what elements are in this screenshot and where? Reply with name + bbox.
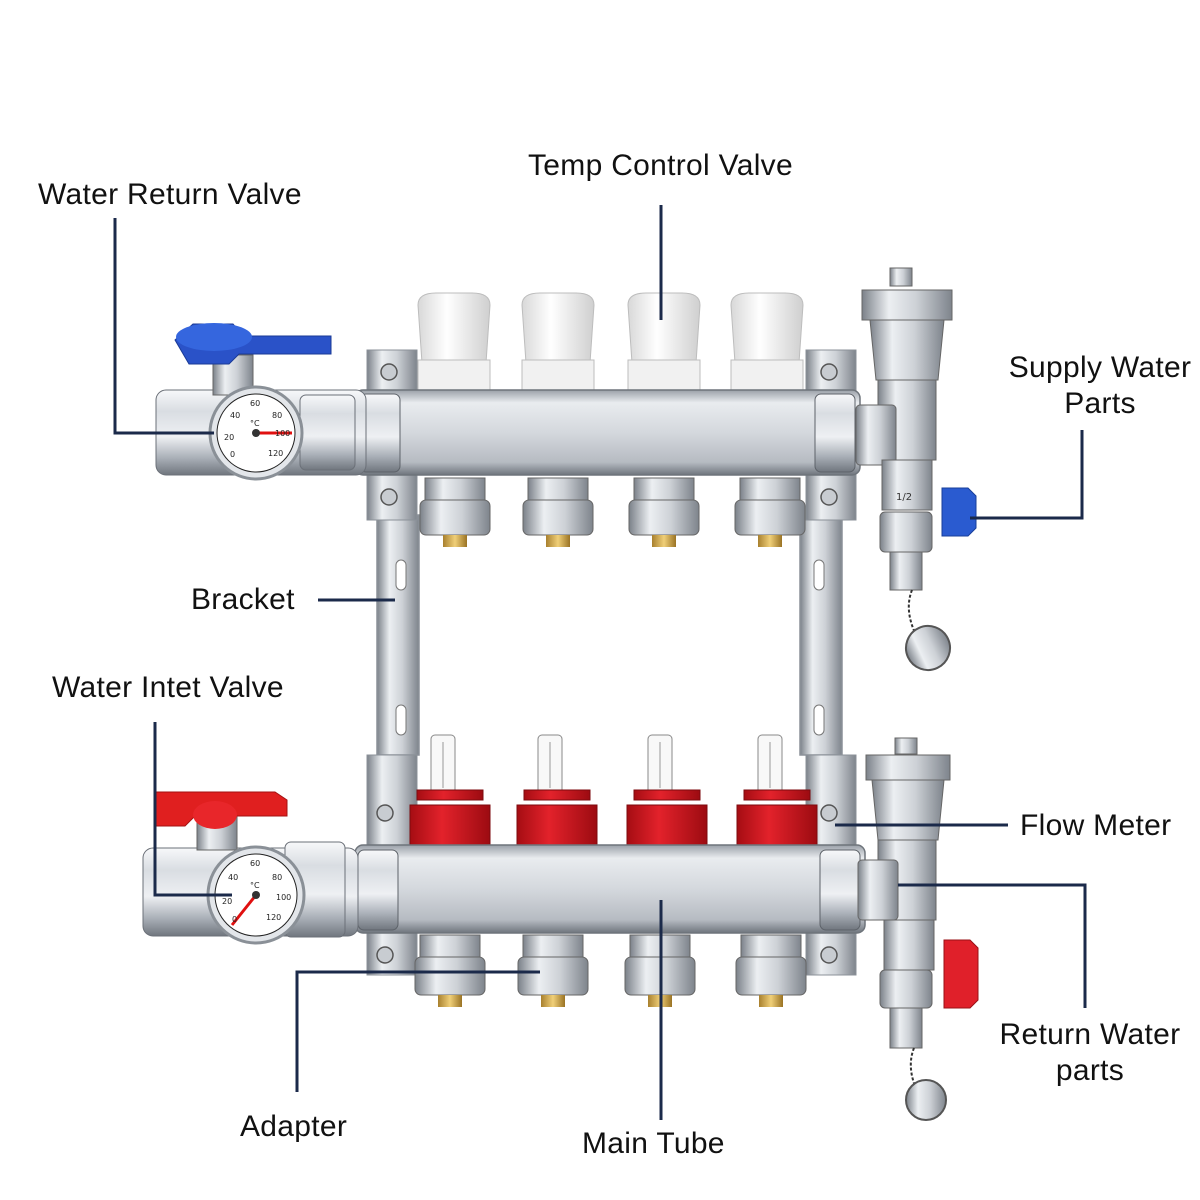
lower-manifold (354, 734, 866, 1007)
inlet-gauge-tick-100: 100 (276, 893, 291, 902)
return-gauge: 0 20 40 60 80 100 120 °C (208, 385, 304, 481)
label-adapter: Adapter (240, 1110, 348, 1143)
return-gauge-tick-100: 100 (275, 429, 290, 438)
supply-water-parts: 1/2 (855, 267, 977, 671)
inlet-gauge-tick-40: 40 (228, 873, 238, 882)
label-supply-water-parts-line2: Parts (1064, 387, 1136, 420)
return-gauge-tick-60: 60 (250, 399, 260, 408)
return-gauge-tick-120: 120 (268, 449, 283, 458)
flow-meters (409, 734, 818, 846)
label-water-return-valve: Water Return Valve (38, 178, 302, 211)
label-main-tube: Main Tube (582, 1127, 725, 1160)
return-gauge-unit: °C (250, 419, 260, 428)
leader-water-return-valve (113, 218, 214, 435)
return-water-parts (857, 737, 979, 1121)
inlet-gauge-tick-20: 20 (222, 897, 232, 906)
return-gauge-tick-40: 40 (230, 411, 240, 420)
bracket-screws (376, 363, 838, 964)
label-flow-meter: Flow Meter (1020, 809, 1172, 842)
inlet-gauge-unit: °C (250, 881, 260, 890)
label-water-intet-valve: Water Intet Valve (52, 671, 284, 704)
leader-supply-water-parts (970, 430, 1084, 520)
label-return-water-parts-line1: Return Water (999, 1018, 1181, 1051)
return-gauge-tick-80: 80 (272, 411, 282, 420)
inlet-gauge-tick-120: 120 (266, 913, 281, 922)
leader-water-intet-valve (153, 722, 232, 897)
label-supply-water-parts-line1: Supply Water (1008, 351, 1192, 384)
temp-control-valves (417, 292, 804, 391)
supply-fitting-marking: 1/2 (896, 492, 912, 503)
label-bracket: Bracket (191, 583, 295, 616)
leader-return-water-parts (898, 883, 1087, 1008)
inlet-gauge-zero: 0 (232, 915, 237, 924)
inlet-gauge-tick-60: 60 (250, 859, 260, 868)
leader-lines (113, 205, 1087, 1120)
label-return-water-parts-line2: parts (1055, 1054, 1125, 1087)
inlet-gauge: 0 20 40 60 80 100 120 °C (206, 845, 306, 945)
leader-adapter (295, 970, 540, 1092)
upper-outlets (419, 477, 806, 547)
label-temp-control-valve: Temp Control Valve (528, 149, 793, 182)
upper-manifold (354, 292, 861, 547)
return-gauge-tick-20: 20 (224, 433, 234, 442)
inlet-gauge-tick-80: 80 (272, 873, 282, 882)
return-gauge-zero: 0 (230, 450, 235, 459)
